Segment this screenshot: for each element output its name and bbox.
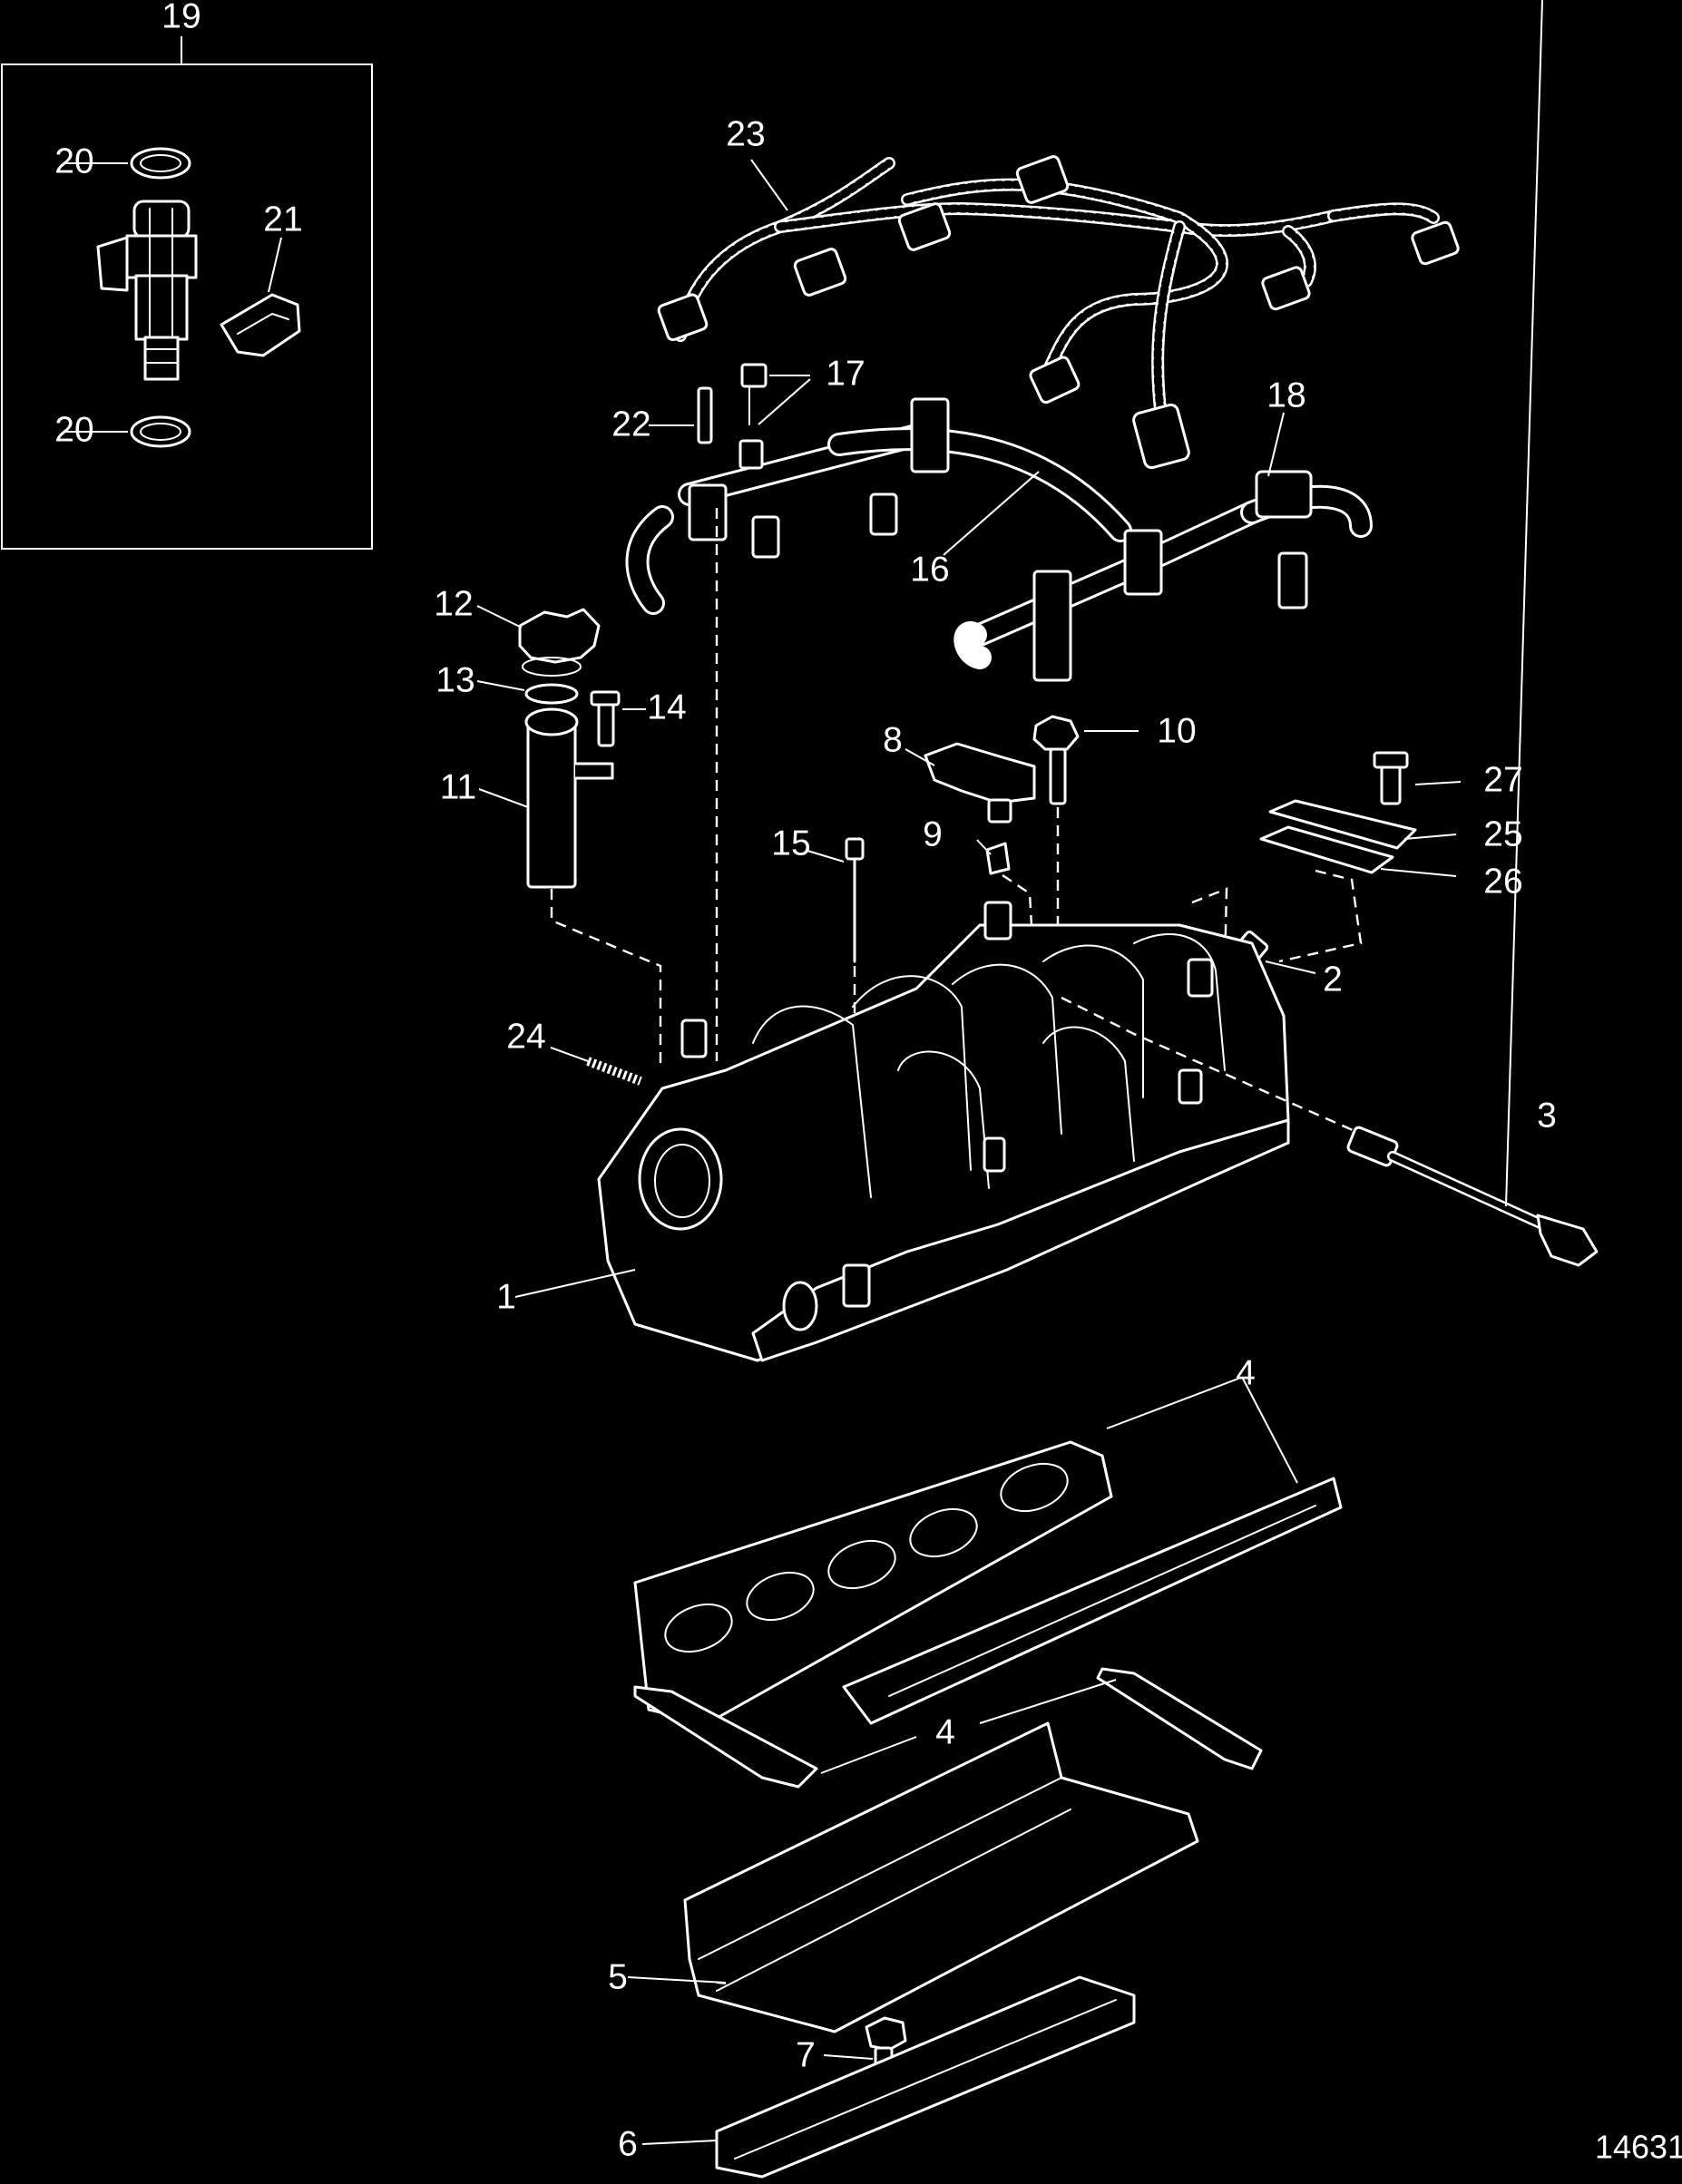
callout-8: 8 bbox=[883, 720, 903, 759]
harness-connector bbox=[1411, 220, 1460, 266]
callout-5: 5 bbox=[608, 1957, 628, 1996]
schrader-cap bbox=[740, 363, 768, 388]
harness-connector bbox=[1029, 356, 1081, 405]
figure-number: 14631 bbox=[1595, 2129, 1682, 2166]
callout-13: 13 bbox=[435, 660, 474, 699]
oil-fill-cap bbox=[518, 608, 601, 664]
map-sensor bbox=[924, 742, 1036, 804]
injector-socket bbox=[751, 515, 780, 559]
callout-20-bottom: 20 bbox=[54, 410, 93, 449]
callout-3: 3 bbox=[1537, 1096, 1557, 1135]
manifold-bolt-15 bbox=[845, 837, 865, 861]
callout-labels: 19 20 21 20 23 17 22 18 16 12 13 14 11 8… bbox=[54, 0, 1682, 2166]
sensor-group bbox=[715, 508, 1139, 1197]
callout-26: 26 bbox=[1483, 862, 1522, 901]
harness-connector bbox=[1261, 266, 1311, 311]
oil-fill-assembly bbox=[476, 605, 662, 1070]
valley-cover-group bbox=[627, 1721, 1199, 2179]
harness-connector bbox=[1132, 403, 1190, 470]
injector-clip bbox=[220, 293, 301, 357]
callout-15: 15 bbox=[771, 824, 810, 863]
o-ring-bottom bbox=[130, 415, 191, 448]
callout-2: 2 bbox=[1323, 960, 1343, 999]
harness-connector bbox=[657, 293, 709, 342]
schrader-valve bbox=[738, 439, 764, 470]
callout-7: 7 bbox=[796, 2035, 816, 2074]
callout-21: 21 bbox=[263, 200, 302, 239]
oil-fill-gasket bbox=[524, 683, 579, 705]
fuel-rail-stud bbox=[697, 386, 713, 444]
callout-9: 9 bbox=[923, 814, 943, 853]
callout-25: 25 bbox=[1483, 814, 1522, 853]
callout-4-bottom: 4 bbox=[935, 1712, 955, 1751]
injector-socket bbox=[869, 492, 898, 536]
valley-cover bbox=[683, 1721, 1199, 2033]
callout-6: 6 bbox=[618, 2124, 638, 2163]
harness-connector bbox=[793, 248, 847, 297]
callout-10: 10 bbox=[1157, 711, 1196, 750]
callout-12: 12 bbox=[434, 584, 473, 623]
callout-4-top: 4 bbox=[1236, 1353, 1256, 1392]
rail-bracket bbox=[1123, 529, 1163, 596]
manifold-gasket-lower bbox=[842, 1477, 1343, 1725]
harness-connector bbox=[897, 202, 952, 251]
callout-20-top: 20 bbox=[54, 141, 93, 180]
pressure-regulator bbox=[1255, 470, 1313, 519]
callout-19: 19 bbox=[161, 0, 200, 35]
rail-bracket bbox=[910, 397, 950, 473]
inset-frame bbox=[1, 63, 373, 550]
intake-manifold bbox=[514, 901, 1362, 1362]
callout-11: 11 bbox=[440, 767, 477, 806]
intake-gaskets bbox=[633, 1378, 1343, 1789]
sensor-lead bbox=[1346, 0, 1599, 1267]
fuel-rail-assembly bbox=[625, 363, 1373, 682]
callout-24: 24 bbox=[506, 1017, 545, 1056]
manifold-bolt-10 bbox=[1032, 715, 1080, 751]
map-sensor-grommet bbox=[985, 842, 1011, 875]
flange-group bbox=[1188, 751, 1462, 976]
callout-16: 16 bbox=[910, 550, 949, 589]
callout-23: 23 bbox=[726, 114, 765, 153]
oil-fill-tube bbox=[526, 717, 577, 889]
callout-27: 27 bbox=[1483, 760, 1522, 799]
fuel-injector-inset bbox=[1, 36, 373, 550]
harness-connector bbox=[1015, 155, 1070, 204]
o-ring-top bbox=[130, 147, 191, 180]
wiring-harness bbox=[657, 155, 1460, 470]
callout-14: 14 bbox=[647, 687, 686, 726]
flange-gasket-25 bbox=[1268, 799, 1417, 850]
callout-18: 18 bbox=[1266, 375, 1306, 414]
rail-bracket bbox=[1032, 570, 1072, 682]
flange-gasket-26 bbox=[1259, 825, 1394, 874]
oil-baffle bbox=[715, 1975, 1136, 2179]
callout-22: 22 bbox=[611, 405, 650, 444]
rail-bracket bbox=[688, 483, 728, 541]
cover-bolt bbox=[865, 2016, 907, 2052]
callout-1: 1 bbox=[496, 1277, 516, 1316]
callout-17: 17 bbox=[826, 354, 865, 393]
fuel-injector bbox=[96, 200, 198, 381]
